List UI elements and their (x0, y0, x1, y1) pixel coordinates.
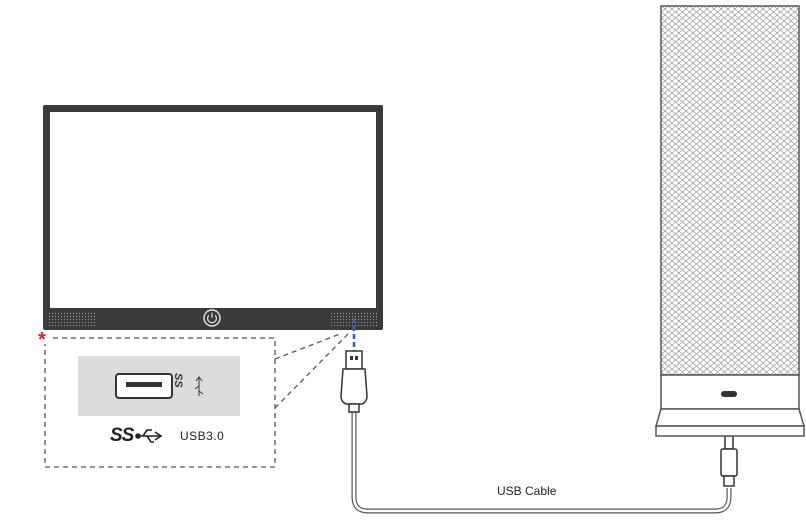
usb-c-port-icon (721, 391, 737, 397)
port-callout (44, 333, 349, 468)
monitor-screen (50, 112, 376, 308)
usb-symbol-icon (194, 376, 204, 396)
port-type-label: USB3.0 (180, 429, 225, 443)
speaker-grille-left (48, 311, 96, 327)
speaker-tower (654, 5, 806, 437)
note-asterisk: * (38, 329, 46, 351)
ss-logo: SS (110, 425, 134, 446)
usb-cable (340, 350, 738, 514)
ss-logo-small: SS (172, 373, 184, 388)
monitor (43, 105, 383, 330)
usb-a-plug-icon (340, 350, 368, 413)
port-detail-panel (78, 356, 240, 416)
usb-c-plug-icon (720, 435, 738, 487)
usb-a-port-icon (115, 373, 173, 399)
cable-label: USB Cable (497, 484, 557, 498)
power-icon[interactable] (203, 309, 221, 327)
speaker-mesh (660, 5, 800, 376)
usb-symbol-icon (135, 429, 163, 443)
